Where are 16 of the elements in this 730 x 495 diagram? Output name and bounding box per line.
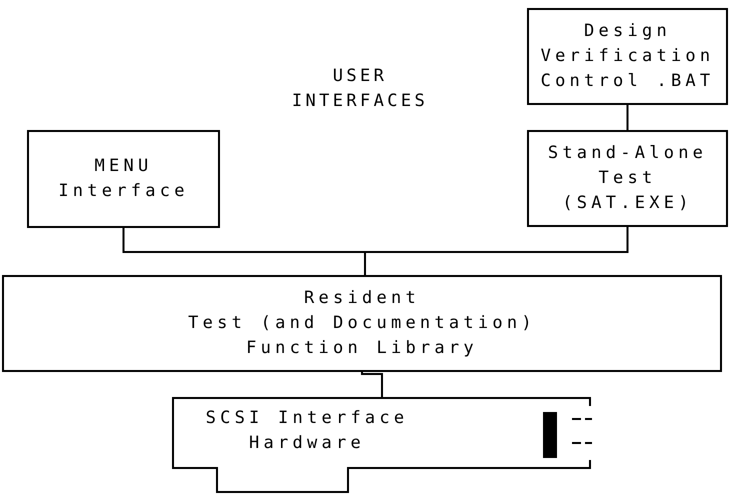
node-text: Design Verification Control .BAT (540, 20, 716, 93)
node-text: SCSI Interface Hardware (204, 407, 410, 455)
process-box (2, 275, 722, 372)
node-text: Function Library (246, 337, 478, 360)
process-box (527, 8, 728, 105)
node-text: Stand-Alone Test (SAT.EXE) (546, 142, 708, 215)
section-label: USER INTERFACES (290, 65, 430, 113)
connector-line (626, 105, 628, 130)
node-text: Resident (304, 287, 420, 310)
process-box (27, 130, 220, 228)
interface-card (172, 397, 592, 493)
node-text: MENU Interface (57, 155, 190, 203)
process-box (527, 130, 728, 227)
connector-line (361, 372, 383, 397)
node-text: Test (and Documentation) (188, 312, 536, 335)
connector-line (364, 227, 628, 275)
